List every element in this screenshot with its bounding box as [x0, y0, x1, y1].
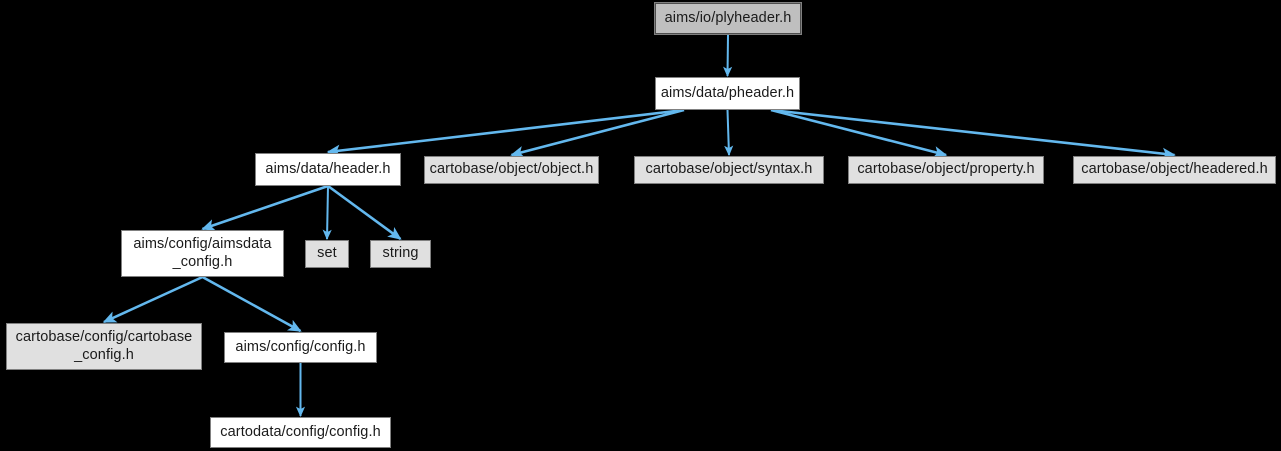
graph-node-cartobase_config[interactable]: cartobase/config/cartobase _config.h: [6, 323, 202, 370]
graph-node-label: aims/io/plyheader.h: [664, 9, 792, 26]
graph-node-label: set: [317, 245, 337, 262]
graph-node-label: cartobase/object/object.h: [429, 161, 594, 178]
graph-edge-header-to-set: [322, 185, 332, 241]
graph-node-headered[interactable]: cartobase/object/headered.h: [1073, 156, 1276, 184]
graph-node-aimsdata_config[interactable]: aims/config/aimsdata _config.h: [121, 230, 284, 277]
graph-node-header[interactable]: aims/data/header.h: [255, 153, 401, 186]
graph-node-label: cartodata/config/config.h: [220, 423, 381, 440]
graph-node-cartodata_config[interactable]: cartodata/config/config.h: [210, 417, 391, 448]
graph-edge-pheader-to-headered: [770, 108, 1176, 160]
graph-node-label: string: [382, 245, 419, 262]
graph-edge-header-to-string: [327, 184, 402, 241]
graph-edge-pheader-to-syntax: [724, 109, 734, 157]
graph-edge-pheader-to-property: [770, 108, 948, 158]
graph-node-syntax[interactable]: cartobase/object/syntax.h: [634, 156, 824, 184]
graph-node-label: cartobase/object/syntax.h: [645, 161, 813, 178]
graph-edge-plyheader-to-pheader: [723, 34, 733, 78]
graph-node-object[interactable]: cartobase/object/object.h: [424, 156, 599, 184]
graph-node-label: aims/config/aimsdata _config.h: [133, 235, 272, 270]
graph-node-string[interactable]: string: [370, 240, 431, 268]
graph-node-plyheader[interactable]: aims/io/plyheader.h: [654, 2, 802, 35]
graph-node-label: cartobase/object/headered.h: [1081, 161, 1268, 178]
graph-node-pheader[interactable]: aims/data/pheader.h: [655, 77, 800, 110]
graph-edge-pheader-to-header: [326, 108, 685, 157]
graph-node-set[interactable]: set: [305, 240, 349, 268]
graph-node-label: aims/config/config.h: [235, 338, 366, 355]
graph-node-aims_config[interactable]: aims/config/config.h: [224, 332, 377, 363]
graph-node-label: aims/data/header.h: [265, 160, 391, 177]
graph-node-label: cartobase/object/property.h: [857, 161, 1035, 178]
graph-edge-pheader-to-object: [510, 108, 685, 158]
graph-node-label: cartobase/config/cartobase _config.h: [15, 328, 193, 363]
graph-edge-aimsdata_config-to-cartobase_config: [102, 275, 204, 324]
graph-edge-aimsdata_config-to-aims_config: [201, 275, 302, 333]
graph-node-label: aims/data/pheader.h: [660, 84, 795, 101]
graph-node-property[interactable]: cartobase/object/property.h: [848, 156, 1044, 184]
graph-edge-header-to-aimsdata_config: [201, 184, 329, 231]
